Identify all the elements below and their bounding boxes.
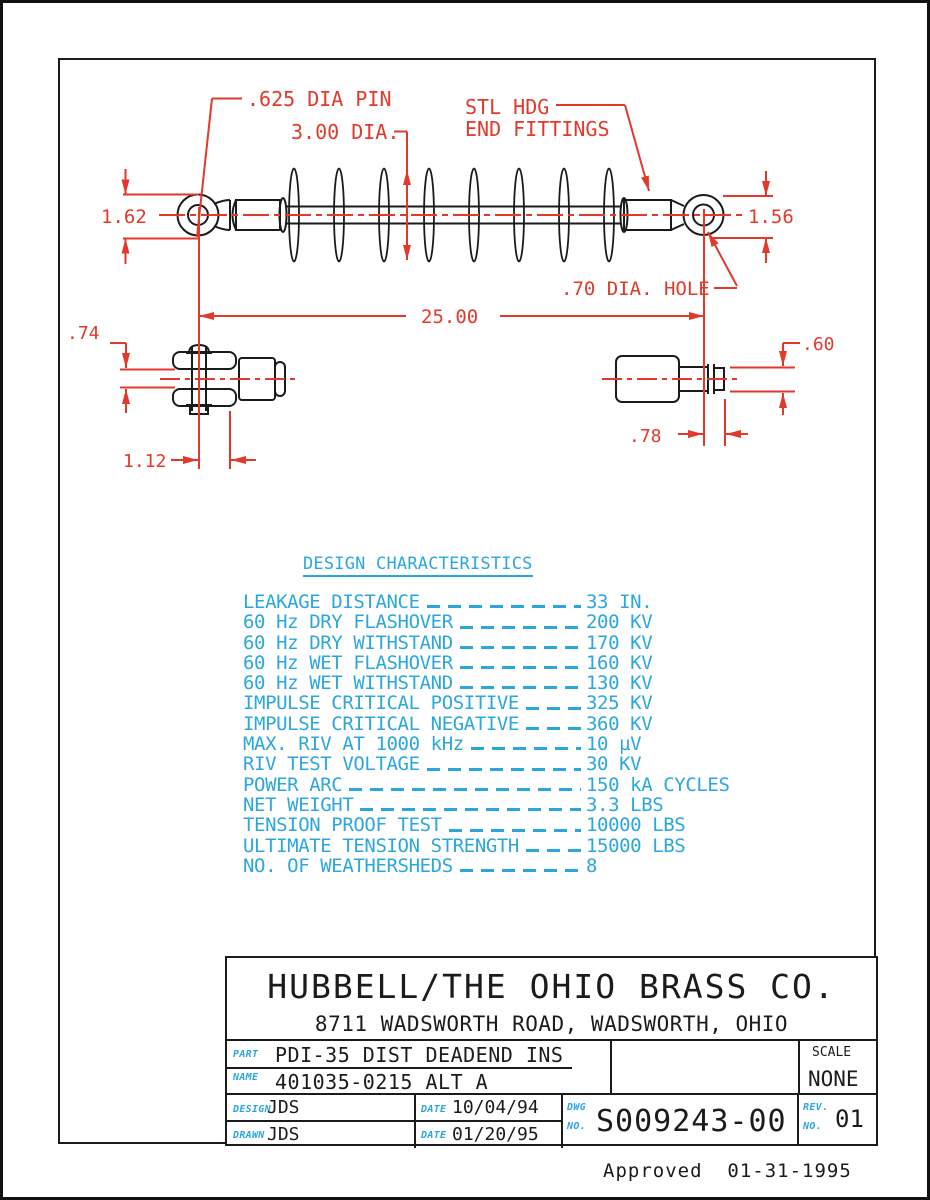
dim-pin-label: .625 DIA PIN [247, 87, 392, 111]
dwg-label-2: NO. [567, 1121, 586, 1132]
design-characteristics-title: DESIGN CHARACTERISTICS [303, 554, 533, 577]
name-label: NAME [233, 1072, 259, 1083]
leader-dashes [525, 848, 581, 852]
dim-clevis-width: 1.12 [123, 451, 166, 472]
dim-stud-offset: .78 [629, 426, 662, 447]
approved-stamp: Approved 01-31-1995 [603, 1160, 852, 1182]
rev-number: 01 [835, 1105, 864, 1133]
design-date: 10/04/94 [452, 1097, 539, 1118]
title-block-company-row: HUBBELL/THE OHIO BRASS CO. 8711 WADSWORT… [227, 958, 876, 1041]
leader-dashes [349, 787, 581, 791]
rev-cell: REV. NO. 01 [799, 1095, 876, 1144]
part-label: PART [233, 1049, 259, 1060]
leader-dashes [459, 645, 581, 649]
company-address: 8711 WADSWORTH ROAD, WADSWORTH, OHIO [314, 1012, 789, 1036]
drawn-label: DRAWN [233, 1130, 265, 1141]
drawn-row: DRAWN JDS DATE 01/20/95 [227, 1122, 563, 1148]
leader-dashes [525, 706, 581, 710]
leader-dashes [525, 727, 581, 731]
part-divider-line [227, 1067, 572, 1069]
leader-dashes [360, 808, 581, 812]
scale-value: NONE [808, 1067, 859, 1091]
dim-fittings-label-1: STL HDG [465, 95, 549, 119]
company-name: HUBBELL/THE OHIO BRASS CO. [267, 967, 836, 1006]
scale-label: SCALE [812, 1045, 852, 1060]
rev-label-1: REV. [803, 1102, 829, 1113]
title-block: HUBBELL/THE OHIO BRASS CO. 8711 WADSWORT… [225, 956, 878, 1148]
design-label: DESIGN [233, 1104, 271, 1115]
design-row: DESIGN JDS DATE 10/04/94 [227, 1095, 563, 1122]
dim-shed-dia-label: 3.00 DIA. [291, 120, 399, 144]
core-rod [287, 205, 621, 225]
drawn-date-label: DATE [421, 1130, 447, 1141]
leader-dashes [426, 605, 581, 609]
dim-right-height: 1.56 [748, 206, 794, 228]
design-date-label: DATE [421, 1104, 447, 1115]
scale-cell: SCALE NONE [800, 1041, 876, 1093]
leader-dashes [426, 767, 581, 771]
dimension-lines [110, 97, 800, 469]
dim-fittings-label-2: END FITTINGS [465, 117, 610, 141]
leader-dashes [459, 625, 581, 629]
leader-dashes [459, 869, 581, 873]
dwg-number: S009243-00 [596, 1104, 787, 1139]
drawn-date: 01/20/95 [452, 1124, 539, 1145]
dim-clevis-offset: .74 [67, 323, 100, 344]
dim-left-height: 1.62 [101, 206, 147, 228]
part-name-cell: PART NAME PDI-35 DIST DEADEND INS 401035… [227, 1041, 612, 1094]
empty-cell [612, 1041, 800, 1093]
dim-overall-length: 25.00 [421, 306, 478, 328]
title-block-part-row: PART NAME PDI-35 DIST DEADEND INS 401035… [227, 1041, 876, 1095]
leader-dashes [470, 747, 581, 751]
insulator-technical-drawing: .625 DIA PIN 3.00 DIA. STL HDG END FITTI… [67, 87, 835, 472]
leader-dashes [448, 828, 581, 832]
drawn-initials: JDS [267, 1124, 300, 1145]
design-initials: JDS [267, 1097, 300, 1118]
title-block-signature-row: DESIGN JDS DATE 10/04/94 DRAWN JDS DATE [227, 1095, 876, 1148]
dim-stud-dia: .60 [802, 334, 835, 355]
dwg-label-1: DWG [567, 1102, 586, 1113]
part-description: PDI-35 DIST DEADEND INS [275, 1043, 564, 1067]
dim-hole-label: .70 DIA. HOLE [561, 278, 710, 300]
part-number: 401035-0215 ALT A [275, 1070, 489, 1094]
leader-dashes [459, 686, 581, 690]
dwg-number-cell: DWG NO. S009243-00 [563, 1095, 799, 1144]
leader-dashes [459, 666, 581, 670]
rev-label-2: NO. [803, 1121, 822, 1132]
